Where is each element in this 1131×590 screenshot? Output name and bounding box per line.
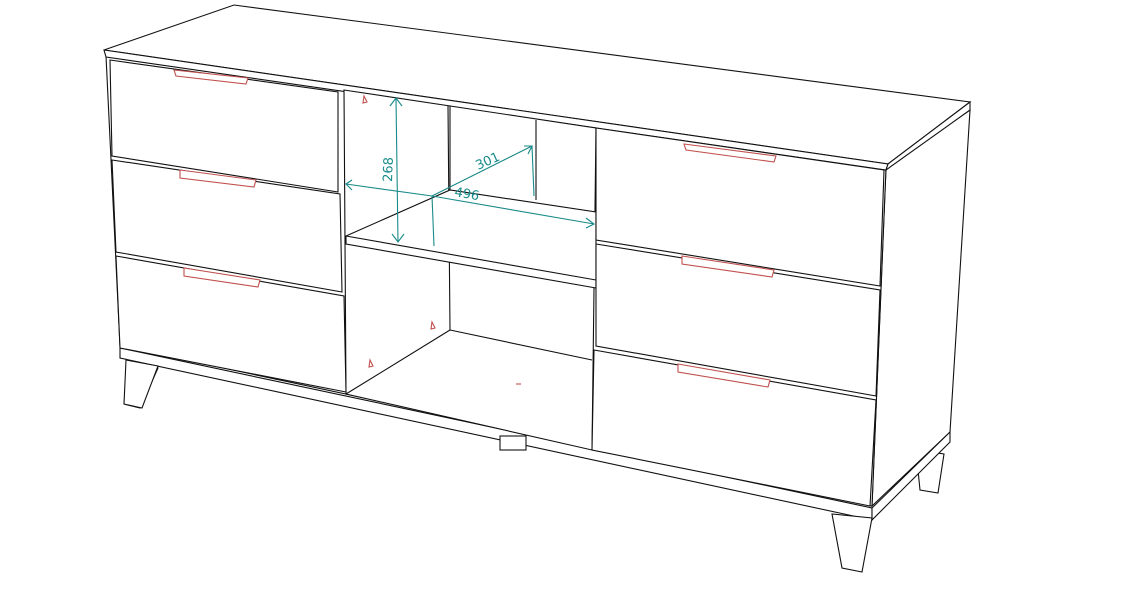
shelf-pin	[430, 320, 436, 330]
open-compartment	[343, 89, 597, 451]
leg-front-left	[123, 359, 159, 409]
drawer-left-1[interactable]	[109, 59, 339, 193]
drawer-right-1[interactable]	[595, 127, 885, 287]
drawer-left-2[interactable]	[111, 159, 343, 293]
shelf-pin	[368, 358, 374, 368]
drawer-right-2[interactable]	[595, 243, 881, 397]
dimension-height: 268	[381, 157, 397, 182]
dimension-width: 496	[453, 185, 480, 204]
top-panel-edge-right	[884, 100, 971, 172]
shelf-pin	[362, 94, 368, 104]
leg-front-right	[831, 513, 873, 573]
drawer-left-3[interactable]	[115, 255, 347, 393]
center-foot	[499, 435, 527, 451]
dimension-annotations: 268 301 496	[345, 97, 596, 247]
drawer-right-3[interactable]	[591, 349, 877, 507]
base-plinth-right	[871, 430, 951, 522]
